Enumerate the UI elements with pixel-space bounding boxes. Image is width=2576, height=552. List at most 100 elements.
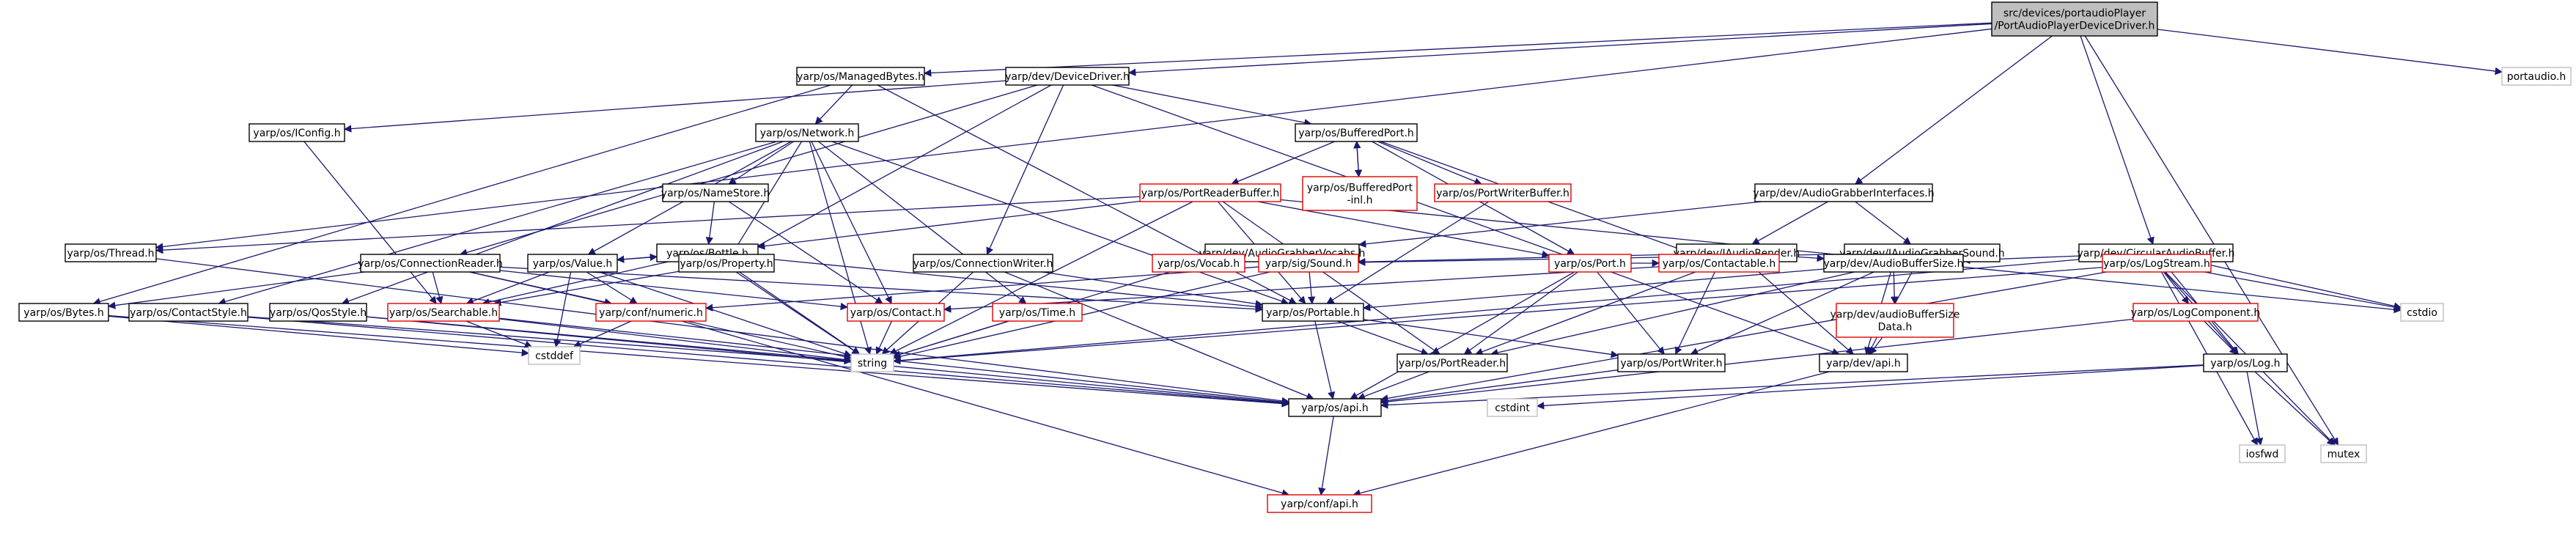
node-network[interactable]: yarp/os/Network.h <box>755 123 859 142</box>
node-box <box>1005 67 1130 86</box>
edge-bytes-to-cstddef <box>108 315 530 357</box>
edge-portable-to-portreader <box>1336 320 1429 356</box>
edge-portwriterbuffer-to-portable <box>1326 201 1490 304</box>
node-sound[interactable]: yarp/sig/Sound.h <box>1258 254 1359 273</box>
node-label: cstdio <box>2407 307 2437 319</box>
node-box <box>1152 254 1245 273</box>
edge-root-to-managedbytes <box>923 22 1992 77</box>
node-portreader[interactable]: yarp/os/PortReader.h <box>1396 353 1508 372</box>
node-value[interactable]: yarp/os/Value.h <box>527 254 618 273</box>
edge-log-to-cstdint <box>1536 364 2204 410</box>
edge-port-to-portwriter <box>1597 271 1665 355</box>
node-log[interactable]: yarp/os/Log.h <box>2203 353 2288 372</box>
node-iconfig[interactable]: yarp/os/IConfig.h <box>249 123 345 142</box>
node-contactable[interactable]: yarp/os/Contactable.h <box>1658 254 1780 273</box>
node-bufferedportinl[interactable]: yarp/os/BufferedPort-inl.h <box>1302 176 1418 211</box>
node-logcomponent[interactable]: yarp/os/LogComponent.h <box>2131 303 2260 322</box>
node-label: yarp/dev/AudioBufferSize.h <box>1823 258 1963 270</box>
node-portable[interactable]: yarp/os/Portable.h <box>1262 303 1364 322</box>
node-portwriter[interactable]: yarp/os/PortWriter.h <box>1617 353 1726 372</box>
node-label: yarp/os/BufferedPort <box>1307 182 1413 194</box>
edge-network-to-qosstyle <box>341 141 784 305</box>
edge-network-to-time <box>817 141 1027 304</box>
node-cstddef[interactable]: cstddef <box>528 346 581 365</box>
node-thread[interactable]: yarp/os/Thread.h <box>65 243 157 262</box>
node-label: iosfwd <box>2246 449 2279 460</box>
node-box <box>1836 303 1954 338</box>
node-label: yarp/os/QosStyle.h <box>270 307 367 319</box>
edge-confnumeric-to-cstddef <box>573 320 632 347</box>
node-portaudio[interactable]: portaudio.h <box>2501 67 2572 86</box>
node-vocab[interactable]: yarp/os/Vocab.h <box>1152 254 1245 273</box>
edge-connectionreader-to-bytes <box>107 271 365 309</box>
edge-iconfig-to-searchable <box>303 141 437 304</box>
node-audiobuffersize[interactable]: yarp/dev/AudioBufferSize.h <box>1823 254 1964 273</box>
node-devicedriver[interactable]: yarp/dev/DeviceDriver.h <box>1005 67 1130 86</box>
node-box <box>528 346 581 365</box>
node-connectionreader[interactable]: yarp/os/ConnectionReader.h <box>358 254 503 273</box>
node-box <box>18 303 109 322</box>
node-mutex[interactable]: mutex <box>2320 444 2367 463</box>
edge-network-to-contactstyle <box>218 141 777 306</box>
node-cstdint[interactable]: cstdint <box>1487 398 1538 417</box>
node-root[interactable]: src/devices/portaudioPlayer/PortAudioPla… <box>1991 1 2158 37</box>
edge-iaudiorender-to-devapi <box>1746 261 1854 355</box>
edge-audiobuffersizedata-to-devapi <box>1869 336 1883 355</box>
node-box <box>847 303 945 322</box>
node-property[interactable]: yarp/os/Property.h <box>678 254 775 273</box>
edge-root-to-circularaudiobuffer <box>2080 35 2154 245</box>
node-box <box>1139 183 1281 202</box>
edge-devicedriver-to-devapi <box>1092 84 1840 356</box>
node-confapi[interactable]: yarp/conf/api.h <box>1267 494 1372 513</box>
node-cstdio[interactable]: cstdio <box>2400 303 2444 322</box>
node-managedbytes[interactable]: yarp/os/ManagedBytes.h <box>796 67 925 86</box>
node-box <box>1823 254 1964 273</box>
edge-searchable-to-string <box>498 318 853 364</box>
node-time[interactable]: yarp/os/Time.h <box>992 303 1083 322</box>
edge-network-to-string <box>809 141 872 356</box>
node-box <box>1819 353 1908 372</box>
node-box <box>755 123 859 142</box>
node-connectionwriter[interactable]: yarp/os/ConnectionWriter.h <box>913 254 1053 273</box>
edge-logcomponent-to-osapi <box>1380 318 2134 406</box>
node-label: yarp/os/Value.h <box>533 258 613 270</box>
node-audiograbberinterfaces[interactable]: yarp/dev/AudioGrabberInterfaces.h <box>1753 183 1935 202</box>
node-qosstyle[interactable]: yarp/os/QosStyle.h <box>269 303 367 322</box>
node-box <box>1262 303 1364 322</box>
node-iosfwd[interactable]: iosfwd <box>2239 444 2286 463</box>
node-devapi[interactable]: yarp/dev/api.h <box>1819 353 1908 372</box>
edge-qosstyle-to-string <box>366 316 853 364</box>
node-logstream[interactable]: yarp/os/LogStream.h <box>2102 254 2212 273</box>
node-label: yarp/os/Contact.h <box>850 307 942 319</box>
node-osapi[interactable]: yarp/os/api.h <box>1288 398 1382 417</box>
node-box <box>1434 183 1572 202</box>
node-confnumeric[interactable]: yarp/conf/numeric.h <box>595 303 707 322</box>
node-label: yarp/os/IConfig.h <box>253 128 340 139</box>
node-portwriterbuffer[interactable]: yarp/os/PortWriterBuffer.h <box>1434 183 1572 202</box>
edge-devicedriver-to-iconfig <box>343 80 1007 133</box>
edge-logstream-to-cstdio <box>2204 271 2402 312</box>
node-label: yarp/os/Property.h <box>680 258 773 270</box>
node-string[interactable]: string <box>850 353 894 372</box>
edge-logcomponent-to-log <box>2204 320 2237 355</box>
edge-property-to-searchable <box>493 271 680 306</box>
edge-contact-to-string <box>875 320 893 355</box>
node-box <box>128 303 249 322</box>
node-box <box>1487 398 1538 417</box>
node-namestore[interactable]: yarp/os/NameStore.h <box>661 183 770 202</box>
node-bufferedport[interactable]: yarp/os/BufferedPort.h <box>1295 123 1418 142</box>
node-contactstyle[interactable]: yarp/os/ContactStyle.h <box>128 303 249 322</box>
edge-portreaderbuffer-to-portreader <box>1222 201 1440 355</box>
node-bytes[interactable]: yarp/os/Bytes.h <box>18 303 109 322</box>
node-port[interactable]: yarp/os/Port.h <box>1548 254 1632 273</box>
node-label: yarp/dev/audioBufferSize <box>1830 309 1960 320</box>
edge-bufferedportinl-to-bufferedport <box>1353 140 1361 177</box>
edge-portable-to-portwriter <box>1363 319 1619 358</box>
node-box <box>1267 494 1372 513</box>
node-label: yarp/os/ConnectionWriter.h <box>913 258 1053 270</box>
node-portreaderbuffer[interactable]: yarp/os/PortReaderBuffer.h <box>1139 183 1281 202</box>
node-searchable[interactable]: yarp/os/Searchable.h <box>387 303 500 322</box>
node-contact[interactable]: yarp/os/Contact.h <box>847 303 945 322</box>
